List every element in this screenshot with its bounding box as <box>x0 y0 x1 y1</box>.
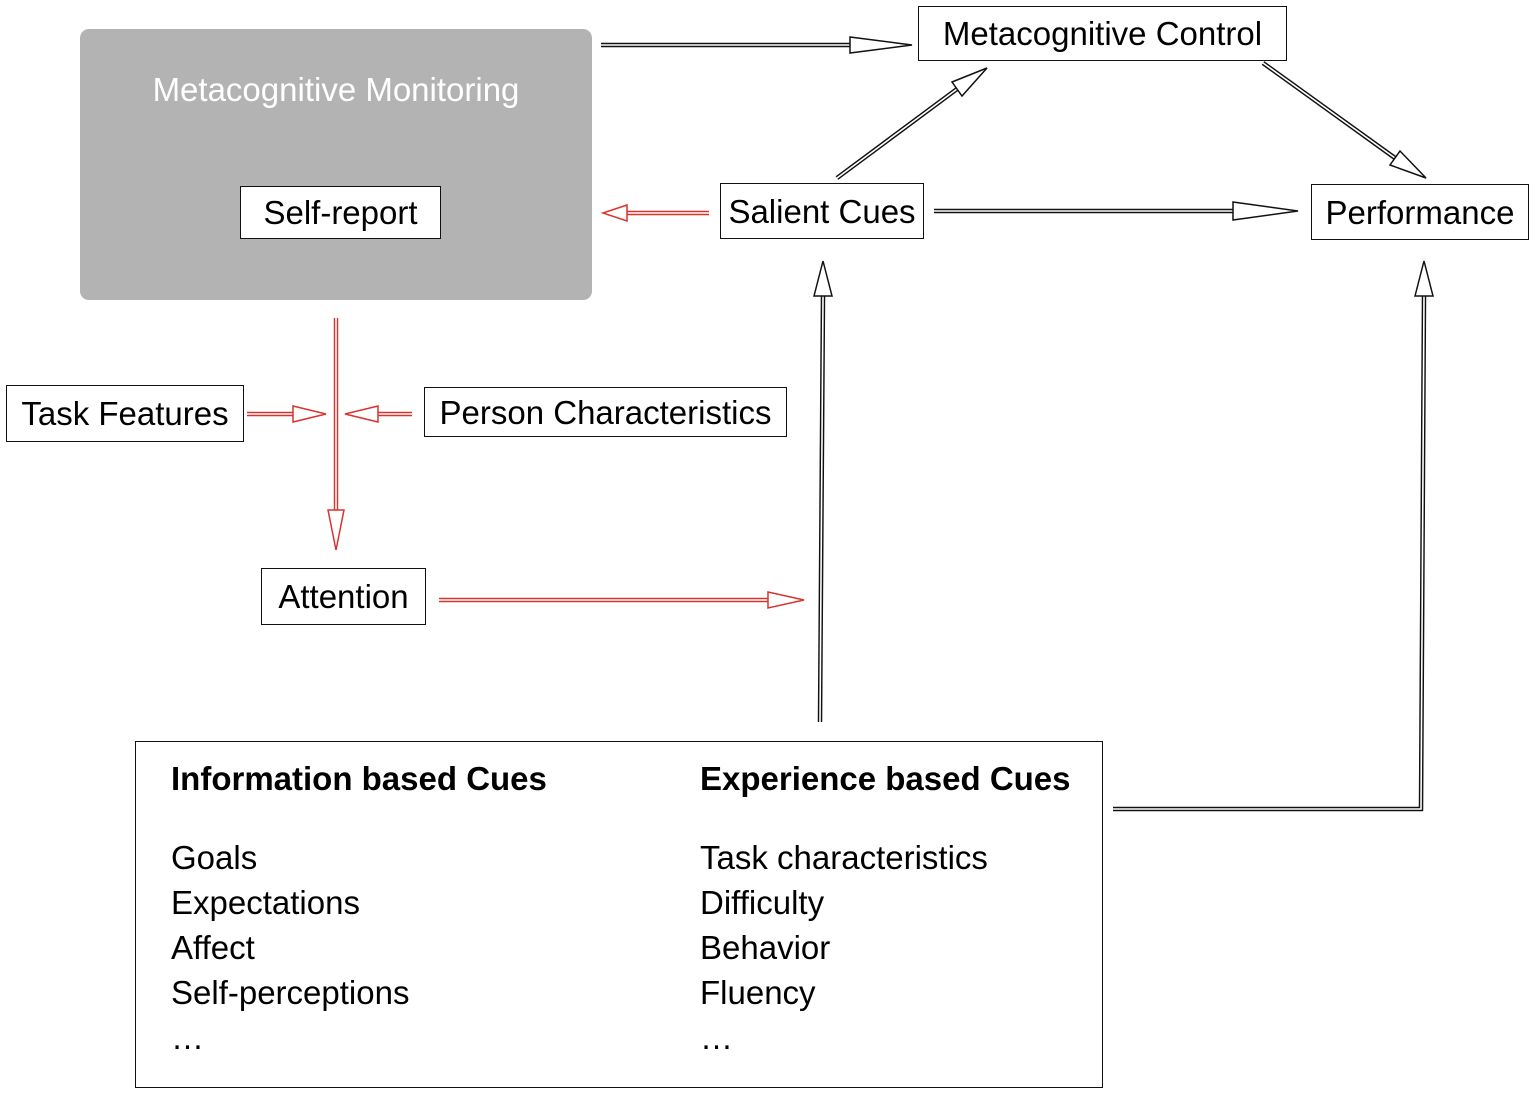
metacognitive-control-box: Metacognitive Control <box>918 6 1287 61</box>
information-cues-heading: Information based Cues <box>171 760 547 797</box>
arrow-person-to-center <box>344 405 412 423</box>
performance-box: Performance <box>1311 184 1529 240</box>
experience-cue-item: Task characteristics <box>700 839 988 876</box>
information-cue-item: Affect <box>171 929 255 966</box>
experience-cues-column: Experience based Cues Task characteristi… <box>700 762 1071 1060</box>
experience-cue-item: Difficulty <box>700 884 825 921</box>
arrow-salient-to-performance <box>934 201 1299 221</box>
self-report-box: Self-report <box>240 186 441 239</box>
arrow-cues-to-performance <box>1113 260 1434 812</box>
person-characteristics-box: Person Characteristics <box>424 387 787 437</box>
arrow-cues-to-salient <box>813 260 833 723</box>
arrow-control-to-performance <box>1261 61 1427 179</box>
cues-panel: Information based Cues Goals Expectation… <box>135 741 1103 1088</box>
experience-cue-item: … <box>700 1019 733 1056</box>
metacognitive-monitoring-panel: Metacognitive Monitoring <box>80 29 592 300</box>
arrow-task-features-to-center <box>247 405 327 423</box>
task-features-box: Task Features <box>6 385 244 442</box>
experience-cue-item: Behavior <box>700 929 831 966</box>
arrow-salient-to-control <box>835 67 988 180</box>
arrow-salient-to-self-report <box>600 203 709 223</box>
information-cue-item: Expectations <box>171 884 360 921</box>
information-cues-column: Information based Cues Goals Expectation… <box>171 762 547 1060</box>
monitoring-title: Metacognitive Monitoring <box>152 71 520 108</box>
information-cue-item: Self-perceptions <box>171 974 410 1011</box>
experience-cues-heading: Experience based Cues <box>700 760 1071 797</box>
experience-cue-item: Fluency <box>700 974 816 1011</box>
attention-box: Attention <box>261 568 426 625</box>
arrow-monitoring-to-attention <box>327 318 345 551</box>
arrow-monitoring-to-control <box>601 36 913 54</box>
information-cue-item: … <box>171 1019 204 1056</box>
information-cue-item: Goals <box>171 839 258 876</box>
arrow-attention-to-cue-path <box>439 591 805 609</box>
salient-cues-box: Salient Cues <box>720 183 924 239</box>
